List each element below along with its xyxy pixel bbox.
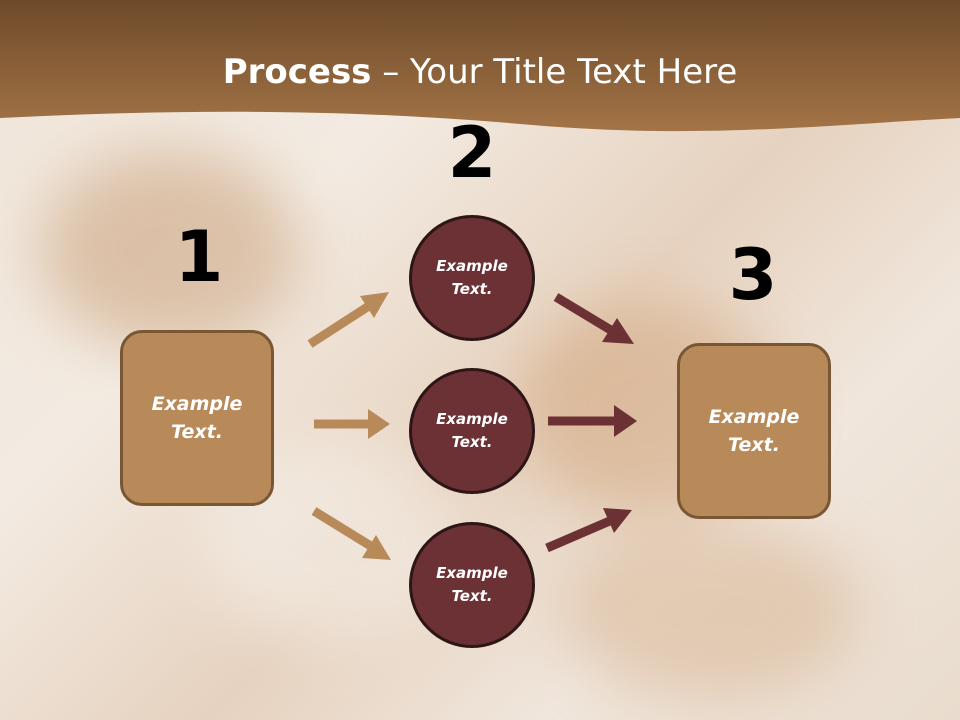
arrowhead-icon: [360, 292, 389, 318]
step-number-3: 3: [728, 234, 778, 316]
step-1-box: Example Text.: [120, 330, 274, 506]
arrowhead-icon: [603, 508, 632, 533]
step-number-2: 2: [447, 112, 497, 194]
arrowhead-icon: [362, 535, 391, 560]
arrowhead-icon: [602, 318, 634, 344]
step-number-1: 1: [174, 216, 224, 298]
arrow-2-top-to-3: [553, 293, 617, 336]
step-3-box: Example Text.: [677, 343, 831, 519]
page-title: Process – Your Title Text Here: [0, 52, 960, 92]
background-blur: [40, 150, 300, 350]
title-bold: Process: [222, 52, 372, 92]
step-2-circle-bottom: Example Text.: [409, 522, 535, 648]
title-rest: – Your Title Text Here: [371, 52, 738, 92]
header-band: [0, 0, 960, 132]
step-2-circle-middle: Example Text.: [409, 368, 535, 494]
arrow-1-to-2-top: [307, 300, 375, 348]
arrow-2-bottom-to-3: [545, 515, 614, 553]
background-blur: [560, 520, 860, 700]
step-2-circle-top: Example Text.: [409, 215, 535, 341]
arrowhead-icon: [614, 405, 637, 437]
arrow-1-to-2-bottom: [311, 507, 377, 552]
arrowhead-icon: [368, 409, 390, 439]
